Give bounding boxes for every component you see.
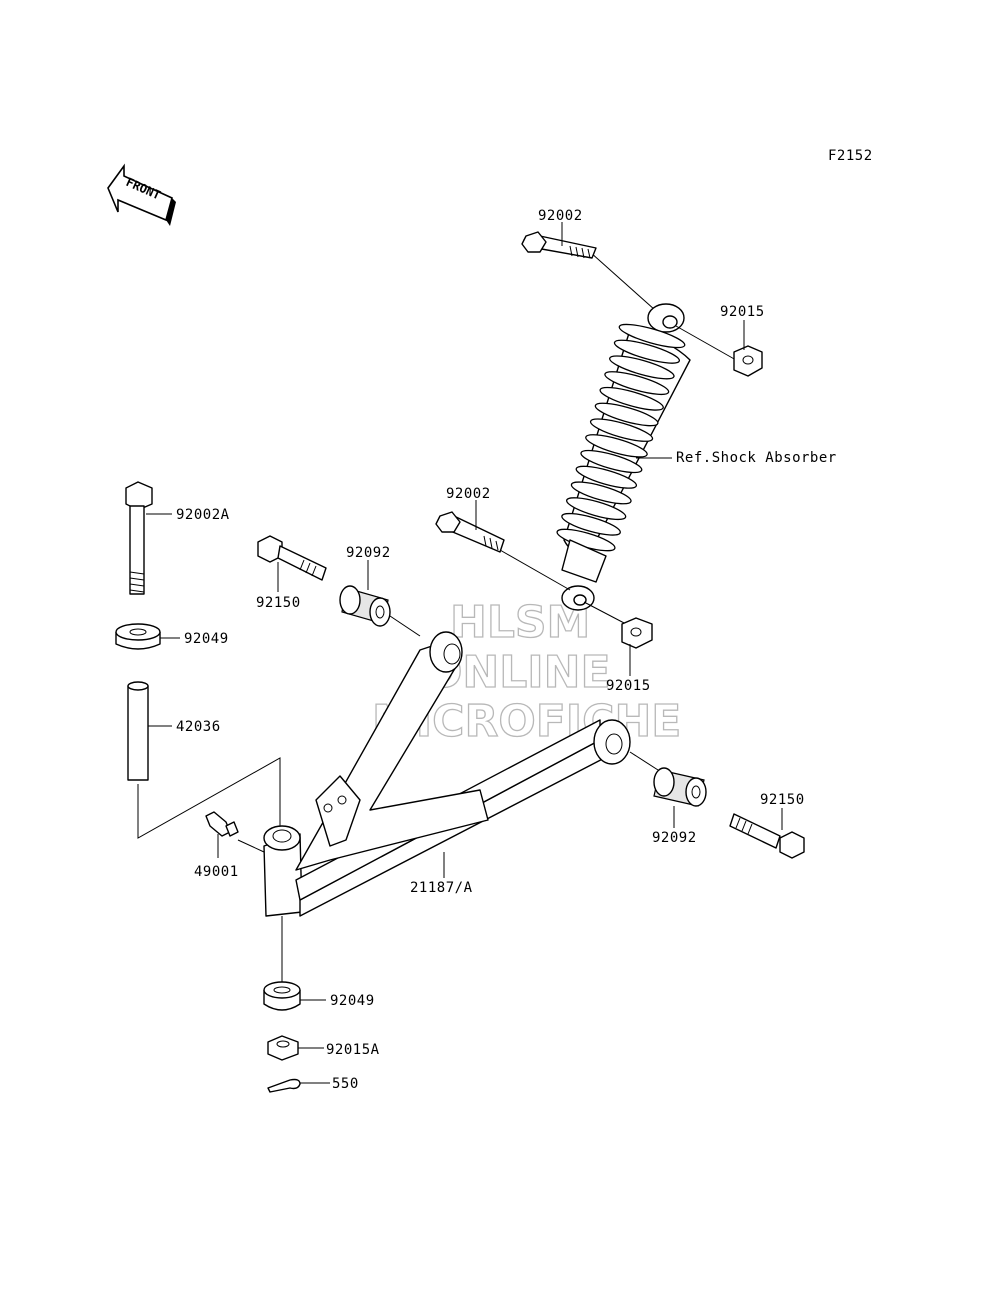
callout-92002-lower: 92002 — [446, 486, 491, 502]
bushing-92049-lower — [263, 916, 301, 1011]
nut-92015A — [267, 1035, 299, 1061]
callout-49001: 49001 — [194, 864, 239, 880]
bolt-92150-right — [729, 813, 805, 859]
spring-coil — [609, 355, 675, 380]
watermark-line2: ONLINE — [425, 647, 611, 698]
collar-42036 — [127, 681, 281, 839]
spring-coil — [599, 386, 664, 411]
upper-shock-nut — [675, 325, 763, 377]
spring-coil — [618, 323, 686, 349]
callout-ref-shock-absorber: Ref.Shock Absorber — [676, 450, 837, 466]
spring-coil — [566, 497, 627, 521]
lower-shock-bolt — [435, 511, 571, 591]
cotter-pin-550 — [267, 1078, 301, 1093]
bolt-92150-left — [257, 535, 327, 581]
callout-92015-lower: 92015 — [606, 678, 651, 694]
callout-92002-upper: 92002 — [538, 208, 583, 224]
spring-coil — [594, 402, 659, 427]
callout-550: 550 — [332, 1076, 359, 1092]
callout-42036: 42036 — [176, 719, 221, 735]
callout-21187A: 21187/A — [410, 880, 473, 896]
bushing-92092-lower — [629, 751, 707, 807]
leader-lines — [146, 222, 783, 1084]
callout-92015-upper: 92015 — [720, 304, 765, 320]
callout-92049-lower: 92049 — [330, 993, 375, 1009]
spring-coil — [613, 339, 681, 364]
a-arm-21187 — [263, 631, 631, 917]
spring-coil — [580, 449, 643, 474]
callout-92002A: 92002A — [176, 507, 230, 523]
callout-92015A: 92015A — [326, 1042, 380, 1058]
front-arrow-icon: FRONT — [107, 163, 176, 226]
spring-coil — [604, 371, 670, 396]
callout-92049-upper: 92049 — [184, 631, 229, 647]
spring-coil — [570, 481, 632, 505]
upper-shock-bolt — [521, 231, 656, 311]
spring-coil — [589, 418, 654, 442]
spring-coil — [575, 465, 638, 489]
callout-92150-left: 92150 — [256, 595, 301, 611]
bushing-92092-upper — [339, 585, 421, 637]
figure-code: F2152 — [828, 148, 873, 164]
callout-92092-lower: 92092 — [652, 830, 697, 846]
spring-coil — [561, 512, 621, 536]
callout-92092-upper: 92092 — [346, 545, 391, 561]
shock-absorber — [556, 303, 691, 611]
pivot-bolt-92002A — [125, 481, 153, 595]
callout-92150-right: 92150 — [760, 792, 805, 808]
grease-fitting-49001 — [205, 811, 239, 837]
bushing-92049-upper — [115, 623, 161, 650]
spring-coil — [585, 434, 648, 458]
lower-shock-nut — [583, 601, 653, 649]
